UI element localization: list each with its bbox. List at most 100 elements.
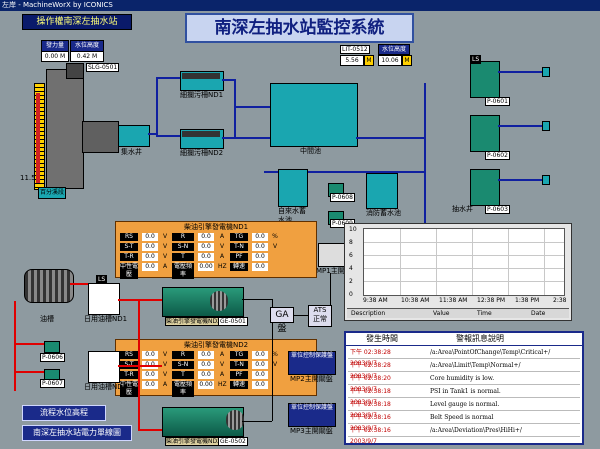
scada-canvas: 操作權南深左抽水站 南深左抽水站監控系統 發力量 水位高度 0.00 M 0.4…	[0, 11, 600, 449]
panel1-cell-r3-c0: 中性電壓	[120, 263, 139, 279]
panel2-cell-r1-c8: V	[272, 361, 278, 368]
control-panel-a[interactable]: 單位控制保護盤	[288, 351, 336, 375]
panel2-cell-r2-c7: 0.0	[252, 371, 268, 379]
panel2-cell-r2-c5: A	[219, 371, 225, 378]
trend-plot-area	[363, 228, 565, 296]
panel2-cell-r0-c7: 0.0	[252, 351, 268, 359]
gen-mid-label: 柴油引擎發電機ND2	[165, 317, 222, 326]
ats-status[interactable]: ATS 正常	[308, 305, 332, 327]
trend-vgrid	[436, 229, 437, 295]
panel2-cell-r1-c2: V	[162, 361, 168, 368]
pipe-r8	[138, 429, 162, 431]
alarm-message: /a:Area\PointOfChange\Temp\Critical+/	[430, 349, 551, 356]
gen2-label: 柴油引擎發電機ND2	[165, 437, 222, 446]
pump-well-tank	[118, 125, 150, 147]
intake-channel	[82, 121, 119, 153]
mp2-label: MP2主開關盤	[290, 375, 333, 383]
panel2-cell-r1-c3: S-N	[172, 361, 194, 369]
power-distribution-button[interactable]: 南深左抽水站電力單線圖	[22, 425, 132, 441]
panel1-cell-r3-c6: 轉速	[230, 263, 248, 271]
panel1-cell-r2-c7: 0.0	[252, 253, 268, 261]
alarm-message: Core humidity is low.	[430, 375, 495, 382]
level2-value: 10.06	[378, 55, 402, 66]
trend-vgrid	[472, 229, 473, 295]
panel2-cell-r0-c2: V	[162, 351, 168, 358]
control-panel-b[interactable]: 單位控制保護盤	[288, 403, 336, 427]
generator-1-coupling-icon	[210, 291, 228, 311]
trend-xtick: 12:38 PM	[477, 297, 505, 304]
panel1-cell-r3-c1: 0.0	[142, 263, 158, 271]
station-operation-button[interactable]: 操作權南深左抽水站	[22, 14, 132, 30]
level-button[interactable]: 水位高度	[70, 40, 104, 52]
pipe-r3	[118, 365, 162, 367]
panel2-cell-r1-c6: T-N	[230, 361, 248, 369]
trend-col-header: Value	[433, 310, 450, 317]
pipe-r6	[14, 371, 44, 373]
day-tank-2	[88, 351, 120, 383]
mp1-panel-icon[interactable]	[318, 243, 346, 267]
slg-tag: SLG-0501	[86, 63, 120, 72]
page-title: 南深左抽水站監控系統	[185, 13, 414, 43]
day-tank-1-label: 日用油槽ND1	[84, 315, 128, 323]
pipe-b3	[156, 77, 180, 79]
weir-structure	[46, 69, 84, 189]
pipe-r5	[14, 343, 44, 345]
alarm-row[interactable]: 下午 02:38:16 2003/9/7/a:Area\Deviation\Pr…	[348, 425, 580, 445]
screen-1-label: 細攔污柵ND1	[180, 91, 224, 99]
trend-xtick: 10:38 AM	[401, 297, 430, 304]
pump-p0606[interactable]	[44, 341, 60, 353]
lit-tag: LIT-0512	[340, 45, 370, 54]
panel1-cell-r1-c3: S-N	[172, 243, 194, 251]
river-label: 百分溪段	[38, 187, 66, 199]
wire-3	[272, 299, 273, 421]
panel2-cell-r1-c4: 0.0	[198, 361, 214, 369]
wire-5	[330, 273, 331, 313]
trend-vgrid	[544, 229, 545, 295]
p0606-tag: P-0606	[40, 353, 65, 362]
panel1-cell-r0-c0: RS	[120, 233, 138, 241]
alarm-message: PSI in Tank1 is normal.	[430, 388, 501, 395]
pump-p0602[interactable]	[470, 115, 500, 152]
pipe-b1	[148, 133, 156, 135]
day-tank-1	[88, 283, 120, 315]
pipe-b11	[264, 171, 424, 173]
pipe-b7	[222, 137, 270, 139]
ge0502-tag: GE-0502	[218, 437, 248, 446]
panel2-cell-r3-c6: 轉速	[230, 381, 248, 389]
ga-panel[interactable]: GA盤	[270, 307, 294, 334]
alarm-message: /a:Area\Limit\Temp\Normal+/	[430, 362, 521, 369]
panel2-cell-r2-c1: 0.0	[142, 371, 158, 379]
alarm-row[interactable]: 下午 02:38:28 2003/9/7/a:Area\Limit\Temp\N…	[348, 360, 580, 380]
pump-well-label: 集水井	[121, 148, 142, 156]
alarm-row[interactable]: 下午 02:38:28 2003/9/7/a:Area\PointOfChang…	[348, 347, 580, 367]
trend-ytick: 6	[349, 252, 353, 259]
lit-unit: M	[364, 55, 374, 66]
pipe-r1	[70, 283, 88, 285]
pipe-b2	[156, 77, 158, 135]
panel-2-title: 柴油引擎發電機ND2	[183, 341, 249, 349]
alarm-table[interactable]: 發生時間 警報訊息說明 下午 02:38:28 2003/9/7/a:Area\…	[344, 331, 584, 445]
pipe-b10	[424, 83, 426, 223]
pump-p0603[interactable]	[470, 169, 500, 206]
panel1-cell-r1-c8: V	[272, 243, 278, 250]
panel1-cell-r1-c1: 0.0	[142, 243, 158, 251]
pipe-r2	[118, 299, 162, 301]
pipe-b14	[498, 179, 542, 181]
panel1-cell-r2-c1: 0.0	[142, 253, 158, 261]
trend-col-header: Time	[477, 310, 492, 317]
panel2-cell-r1-c5: V	[219, 361, 225, 368]
screen-2-rake-icon	[182, 131, 220, 137]
mp3-label: MP3主開關盤	[290, 427, 333, 435]
generator-ge0501[interactable]	[162, 287, 244, 317]
panel1-cell-r1-c5: V	[219, 243, 225, 250]
flow-level-button[interactable]: 流程水位高程	[22, 405, 106, 421]
pump-p0601[interactable]	[470, 61, 500, 98]
trend-ytick: 10	[349, 226, 357, 233]
valve-icon-1	[542, 67, 550, 77]
